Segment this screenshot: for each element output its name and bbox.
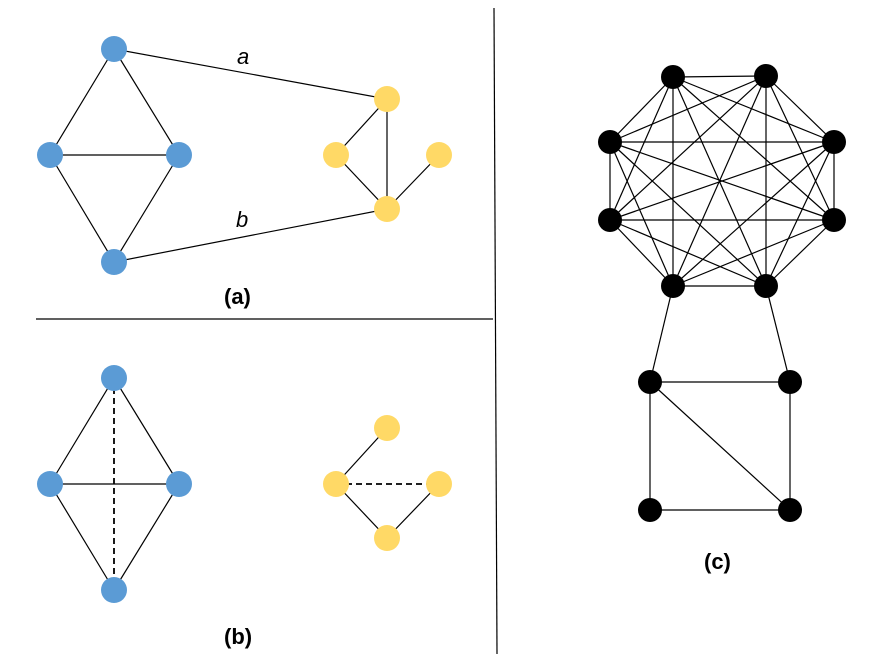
edge-b (113, 208, 388, 263)
panel-c-label: (c) (704, 549, 731, 574)
clique-edge (765, 141, 835, 287)
edge (49, 154, 115, 263)
clique-edge (672, 76, 835, 221)
square-nodes (638, 370, 802, 522)
clique-edge (765, 219, 835, 287)
panel-b: (b) (37, 365, 452, 649)
edge (113, 483, 180, 591)
black-node (754, 64, 778, 88)
edge-a (113, 48, 388, 100)
yellow-node (374, 415, 400, 441)
clique-edge (609, 141, 674, 287)
panel-b-yellow-nodes (323, 415, 452, 551)
black-node (754, 274, 778, 298)
blue-node (37, 142, 63, 168)
black-node (638, 498, 662, 522)
yellow-node (374, 86, 400, 112)
clique-edge (765, 75, 835, 143)
black-node (638, 370, 662, 394)
panel-b-label: (b) (224, 624, 252, 649)
bridge-edge (765, 285, 791, 383)
edge (49, 48, 115, 156)
clique-edge (609, 76, 674, 143)
edge (49, 483, 115, 591)
edge (49, 377, 115, 485)
clique-edge (672, 219, 835, 287)
black-node (822, 130, 846, 154)
black-node (598, 130, 622, 154)
vertical-divider (493, 7, 498, 654)
yellow-node (323, 471, 349, 497)
blue-node (166, 471, 192, 497)
yellow-node (374, 525, 400, 551)
clique-edge (609, 76, 674, 221)
clique-nodes (598, 64, 846, 298)
panel-a-label: (a) (224, 284, 251, 309)
panel-dividers (36, 7, 498, 654)
blue-node (101, 577, 127, 603)
clique-edge (609, 141, 767, 287)
edge (649, 381, 791, 511)
clique-edge (609, 219, 674, 287)
blue-node (101, 36, 127, 62)
clique-edge (609, 75, 767, 143)
black-node (778, 370, 802, 394)
black-node (661, 274, 685, 298)
panel-a-blue-nodes (37, 36, 192, 275)
clique-edge (672, 75, 767, 78)
clique-edge (672, 75, 767, 287)
edge-label-b: b (236, 207, 248, 232)
black-node (778, 498, 802, 522)
clique-edge (672, 141, 835, 287)
edge-label-a: a (237, 44, 249, 69)
yellow-node (426, 142, 452, 168)
clique-edge (609, 219, 767, 287)
panel-a: a b (a) (37, 36, 452, 309)
edge (113, 377, 180, 485)
blue-node (101, 365, 127, 391)
black-node (661, 65, 685, 89)
blue-node (166, 142, 192, 168)
panel-a-yellow-nodes (323, 86, 452, 222)
clique-edge (609, 75, 767, 221)
clique-edge (609, 141, 835, 221)
square-edges (649, 285, 791, 511)
black-node (598, 208, 622, 232)
yellow-node (426, 471, 452, 497)
panel-b-edges (49, 377, 440, 591)
panel-c: (c) (598, 64, 846, 574)
yellow-node (374, 196, 400, 222)
panel-b-blue-nodes (37, 365, 192, 603)
edge (113, 48, 180, 156)
blue-node (101, 249, 127, 275)
clique-edges (609, 75, 835, 287)
edge (113, 154, 180, 263)
bridge-edge (649, 285, 674, 383)
clique-edge (672, 76, 835, 143)
yellow-node (323, 142, 349, 168)
black-node (822, 208, 846, 232)
blue-node (37, 471, 63, 497)
clique-edge (765, 75, 835, 221)
